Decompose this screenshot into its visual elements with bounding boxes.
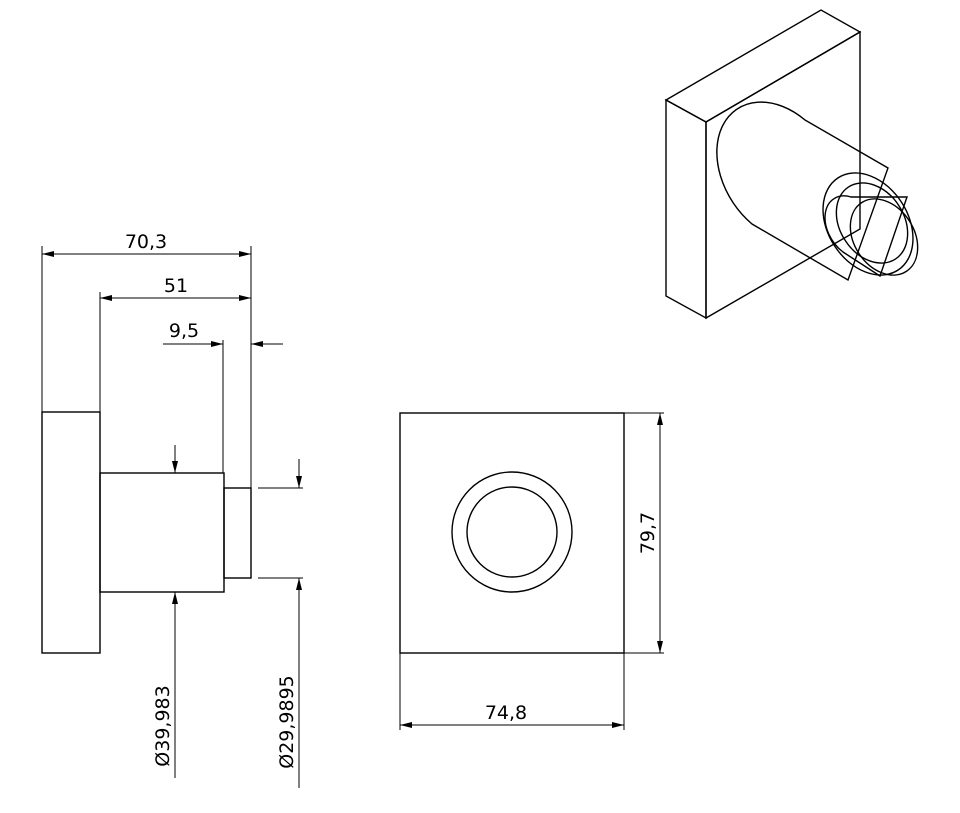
dimension-width: 74,8 <box>485 702 527 724</box>
iso-step-shoulder <box>835 182 909 264</box>
front-view: 74,8 79,7 <box>399 412 664 730</box>
front-view-inner-circle <box>466 486 558 578</box>
iso-step-end-face <box>849 198 919 276</box>
iso-cylinder-base-edge <box>716 101 806 225</box>
iso-step-body <box>824 195 908 278</box>
side-view-plate <box>41 411 101 654</box>
dimension-cylinder-length: 51 <box>164 275 188 297</box>
iso-cylinder-end-face <box>822 172 914 276</box>
side-view: 70,3 51 9,5 Ø39,983 Ø29,9895 <box>41 231 303 788</box>
front-view-outer-circle <box>451 471 573 593</box>
iso-plate-top-face <box>664 9 862 123</box>
iso-plate-side-face <box>665 98 707 320</box>
iso-step <box>824 195 919 278</box>
side-view-cylinder <box>99 472 225 593</box>
side-view-step <box>223 487 252 579</box>
iso-cylinder <box>716 101 914 282</box>
iso-cylinder-body <box>716 101 889 282</box>
dimension-cylinder-diameter: Ø39,983 <box>152 685 174 766</box>
front-view-plate <box>399 412 625 654</box>
isometric-view <box>664 9 919 320</box>
dimension-step-diameter: Ø29,9895 <box>276 675 298 769</box>
iso-plate-front-face <box>705 30 861 320</box>
dimension-height: 79,7 <box>637 512 659 554</box>
dimension-overall-length: 70,3 <box>125 231 167 253</box>
dimension-step-length: 9,5 <box>169 320 199 342</box>
